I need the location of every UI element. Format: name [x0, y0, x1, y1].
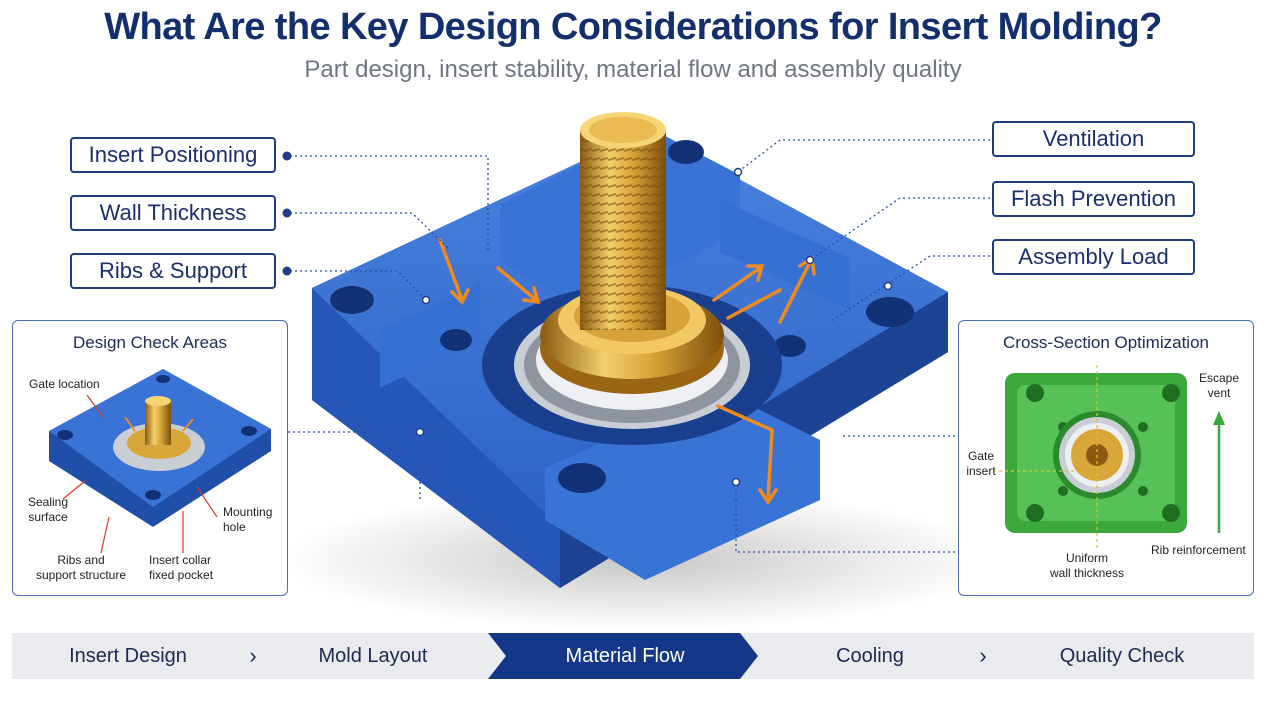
design-check-areas-panel: Design Check Areas Gate location Sealing…: [12, 320, 288, 596]
callout-insert-positioning: Insert Positioning: [70, 137, 276, 173]
callout-ventilation: Ventilation: [992, 121, 1195, 157]
page-subtitle: Part design, insert stability, material …: [304, 56, 962, 83]
chevron-right-icon: ›: [979, 643, 987, 668]
callout-flash-prevention: Flash Prevention: [992, 181, 1195, 217]
step-quality-check[interactable]: Quality Check: [1059, 644, 1185, 667]
step-cooling[interactable]: Cooling: [836, 644, 904, 667]
callout-wall-thickness: Wall Thickness: [70, 195, 276, 231]
cross-section-illustration: [993, 365, 1225, 549]
page-title: What Are the Key Design Considerations f…: [104, 6, 1162, 48]
step-mold-layout[interactable]: Mold Layout: [318, 644, 428, 667]
process-steps-bar: Insert Design › Mold Layout Material Flo…: [12, 633, 1254, 679]
steps-background: [12, 633, 1254, 679]
step-insert-design[interactable]: Insert Design: [69, 644, 187, 667]
design-check-areas-title: Design Check Areas: [72, 333, 228, 352]
cross-section-title: Cross-Section Optimization: [1003, 333, 1209, 352]
step-material-flow[interactable]: Material Flow: [565, 644, 685, 667]
label-rib-reinforcement: Rib reinforcement: [1151, 543, 1246, 557]
mini-part-illustration: [49, 369, 271, 554]
chevron-right-icon: ›: [249, 643, 257, 668]
label-gate-location: Gate location: [29, 377, 100, 391]
callout-assembly-load: Assembly Load: [992, 239, 1195, 275]
callout-ribs-support: Ribs & Support: [70, 253, 276, 289]
